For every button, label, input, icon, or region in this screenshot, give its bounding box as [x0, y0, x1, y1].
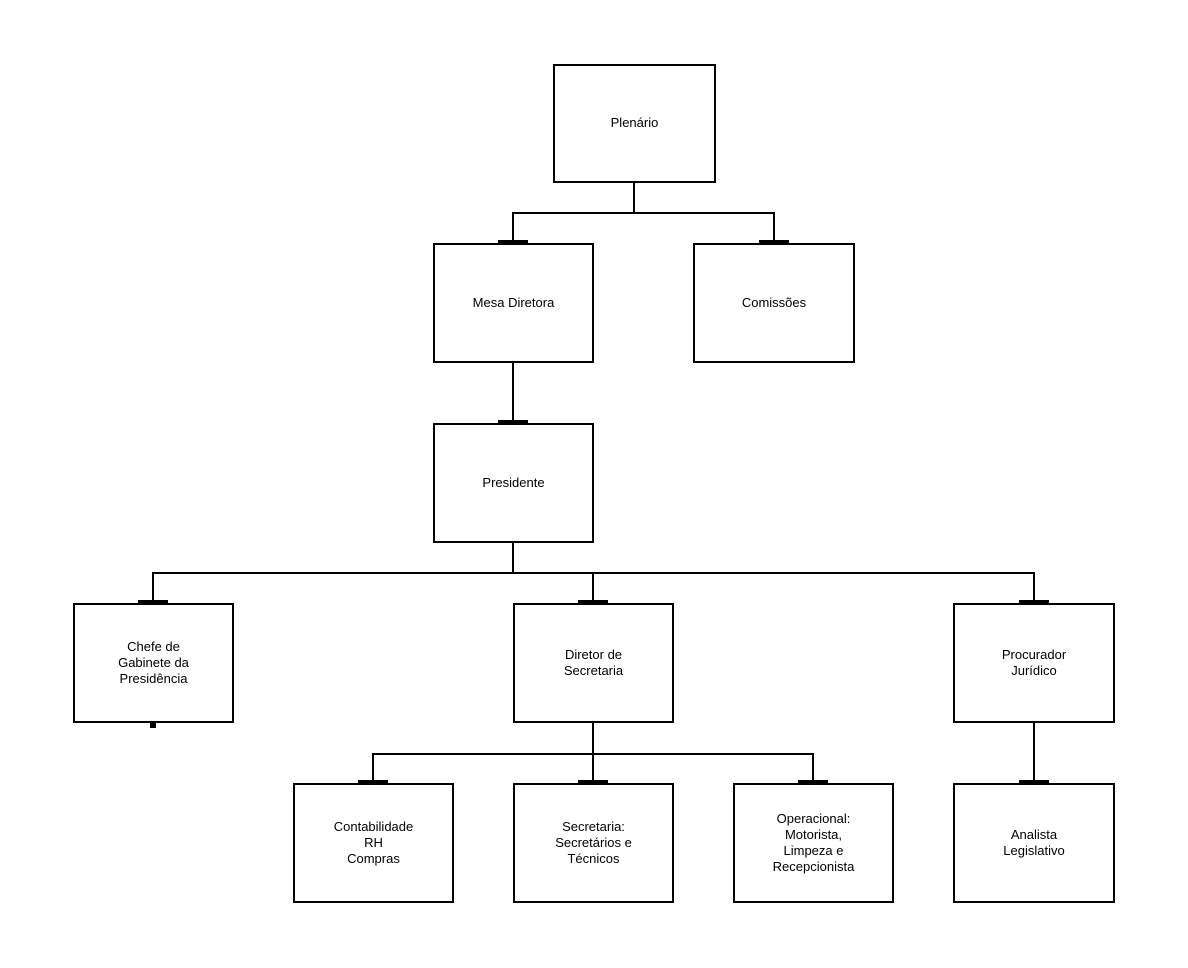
connection-tick-analista: [1019, 780, 1049, 785]
connection-tick-comissoes: [759, 240, 789, 245]
node-chefe-gabinete-label: Chefe de Gabinete da Presidência: [118, 638, 189, 687]
node-contabilidade[interactable]: Contabilidade RH Compras: [293, 783, 454, 903]
connection-tick-secretaria: [578, 780, 608, 785]
connector-diretor-secretaria-drop: [592, 572, 594, 603]
connector-plenario-stem: [633, 183, 635, 214]
node-plenario-label: Plenário: [610, 115, 659, 131]
chefe-gabinete-bottom-stub: [150, 722, 156, 728]
node-analista-legislativo-label: Analista Legislativo: [1003, 826, 1065, 858]
connector-procurador-drop: [1033, 572, 1035, 603]
node-analista-legislativo[interactable]: Analista Legislativo: [953, 783, 1115, 903]
connector-level2-bus: [512, 212, 775, 214]
connector-presidente-stem: [512, 543, 514, 574]
connector-contabilidade-drop: [372, 753, 374, 783]
connector-mesa-diretora-drop: [512, 212, 514, 243]
connector-secretaria-drop: [592, 753, 594, 783]
connector-procurador-analista: [1033, 723, 1035, 783]
connector-operacional-drop: [812, 753, 814, 783]
node-comissoes[interactable]: Comissões: [693, 243, 855, 363]
node-procurador-juridico[interactable]: Procurador Jurídico: [953, 603, 1115, 723]
node-mesa-diretora-label: Mesa Diretora: [472, 294, 555, 310]
node-secretaria-label: Secretaria: Secretários e Técnicos: [555, 818, 632, 867]
connection-tick-chefe-gabinete: [138, 600, 168, 605]
connection-tick-operacional: [798, 780, 828, 785]
connection-tick-contabilidade: [358, 780, 388, 785]
node-secretaria[interactable]: Secretaria: Secretários e Técnicos: [513, 783, 674, 903]
node-comissoes-label: Comissões: [741, 294, 807, 310]
node-diretor-secretaria[interactable]: Diretor de Secretaria: [513, 603, 674, 723]
node-presidente-label: Presidente: [482, 474, 545, 490]
node-mesa-diretora[interactable]: Mesa Diretora: [433, 243, 594, 363]
node-diretor-secretaria-label: Diretor de Secretaria: [563, 646, 624, 678]
connector-mesa-presidente: [512, 363, 514, 423]
connection-tick-mesa-diretora: [498, 240, 528, 245]
connector-comissoes-drop: [773, 212, 775, 243]
connector-chefe-gabinete-drop: [152, 572, 154, 603]
connector-diretor-stem: [592, 723, 594, 754]
node-presidente[interactable]: Presidente: [433, 423, 594, 543]
node-operacional-label: Operacional: Motorista, Limpeza e Recepc…: [772, 810, 855, 875]
node-contabilidade-label: Contabilidade RH Compras: [333, 818, 414, 867]
node-procurador-juridico-label: Procurador Jurídico: [1001, 646, 1067, 678]
connection-tick-procurador: [1019, 600, 1049, 605]
connection-tick-presidente: [498, 420, 528, 425]
connection-tick-diretor-secretaria: [578, 600, 608, 605]
node-chefe-gabinete[interactable]: Chefe de Gabinete da Presidência: [73, 603, 234, 723]
node-plenario[interactable]: Plenário: [553, 64, 716, 183]
node-operacional[interactable]: Operacional: Motorista, Limpeza e Recepc…: [733, 783, 894, 903]
